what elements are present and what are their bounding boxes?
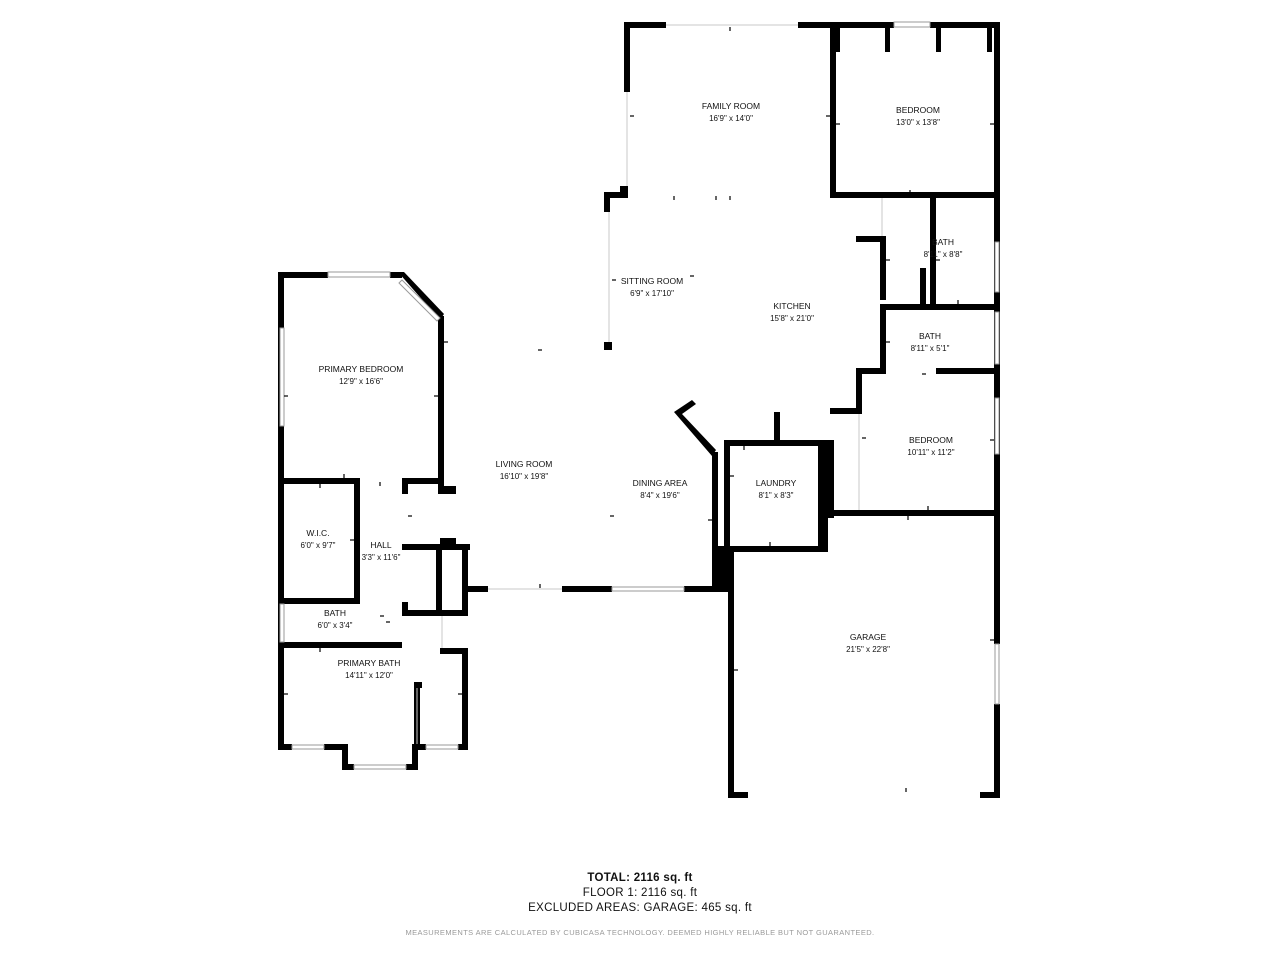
bath-top-dim: 8'11" x 8'8" — [924, 250, 963, 259]
laundry-dim: 8'1" x 8'3" — [759, 491, 794, 500]
living-room-dim: 16'10" x 19'8" — [500, 472, 548, 481]
bath-small-name: BATH — [324, 608, 346, 618]
windows — [279, 21, 1000, 770]
hall-name: HALL — [370, 540, 392, 550]
sitting-room-dim: 6'9" x 17'10" — [630, 289, 674, 298]
disclaimer: MEASUREMENTS ARE CALCULATED BY CUBICASA … — [405, 928, 875, 937]
garage-dim: 21'5" x 22'8" — [846, 645, 890, 654]
primary-bedroom-dim: 12'9" x 16'6" — [339, 377, 383, 386]
primary-bath-dim: 14'11" x 12'0" — [345, 671, 393, 680]
bedroom-right-name: BEDROOM — [909, 435, 953, 445]
walls — [278, 22, 1000, 798]
kitchen-name: KITCHEN — [773, 301, 810, 311]
family-room-name: FAMILY ROOM — [702, 101, 760, 111]
excluded-areas: EXCLUDED AREAS: GARAGE: 465 sq. ft — [528, 902, 752, 914]
total-area: TOTAL: 2116 sq. ft — [587, 872, 693, 884]
bedroom-right-dim: 10'11" x 11'2" — [907, 448, 954, 457]
bedroom-top-name: BEDROOM — [896, 105, 940, 115]
bedroom-top-dim: 13'0" x 13'8" — [896, 118, 940, 127]
garage-name: GARAGE — [850, 632, 887, 642]
floor-1-area: FLOOR 1: 2116 sq. ft — [582, 887, 698, 899]
family-room-dim: 16'9" x 14'0" — [709, 114, 753, 123]
bath-top-name: BATH — [932, 237, 954, 247]
dining-area-name: DINING AREA — [633, 478, 688, 488]
kitchen-dim: 15'8" x 21'0" — [770, 314, 814, 323]
dining-area-dim: 8'4" x 19'6" — [640, 491, 680, 500]
room-labels: FAMILY ROOM 16'9" x 14'0" BEDROOM 13'0" … — [301, 101, 963, 680]
bath-mid-dim: 8'11" x 5'1" — [911, 344, 950, 353]
openings — [416, 24, 883, 744]
door-ticks — [284, 27, 994, 792]
primary-bedroom-name: PRIMARY BEDROOM — [319, 364, 404, 374]
bath-mid-name: BATH — [919, 331, 941, 341]
hall-dim: 3'3" x 11'6" — [362, 553, 401, 562]
wic-dim: 6'0" x 9'7" — [301, 541, 336, 550]
laundry-name: LAUNDRY — [756, 478, 797, 488]
primary-bath-name: PRIMARY BATH — [338, 658, 401, 668]
sitting-room-name: SITTING ROOM — [621, 276, 683, 286]
living-room-name: LIVING ROOM — [496, 459, 553, 469]
wic-name: W.I.C. — [306, 528, 329, 538]
bath-small-dim: 6'0" x 3'4" — [318, 621, 353, 630]
